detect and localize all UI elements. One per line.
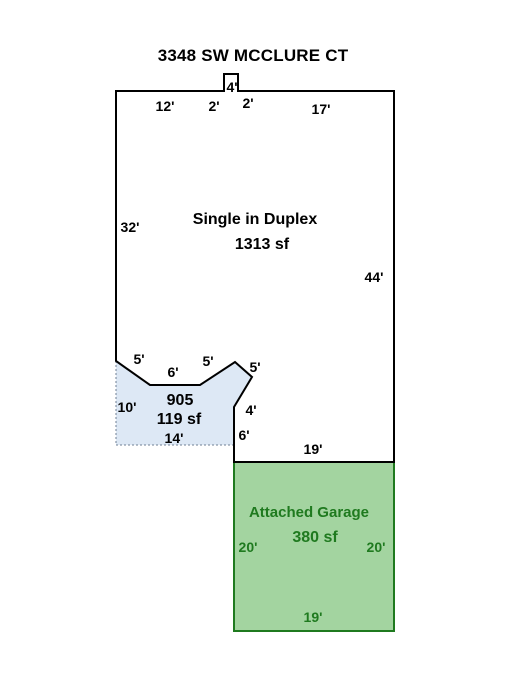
patio-dim-bottom: 14': [165, 430, 184, 446]
dim-bump-right: 2': [242, 95, 253, 111]
dim-right: 44': [365, 269, 384, 285]
dim-notch-3: 5': [202, 353, 213, 369]
patio-dotted-edge: [115, 361, 235, 446]
dim-top-right: 17': [312, 101, 331, 117]
dim-top-left: 12': [156, 98, 175, 114]
garage-area: [233, 461, 395, 632]
patio-dim-left: 10': [118, 399, 137, 415]
garage-dim-bottom: 19': [304, 609, 323, 625]
dim-bump-top: 4': [226, 79, 237, 95]
dim-bump-left: 2': [208, 98, 219, 114]
main-area-outline: [115, 73, 395, 463]
garage-dim-right: 20': [367, 539, 386, 555]
dim-notch-4: 5': [249, 359, 260, 375]
dim-notch-5: 4': [245, 402, 256, 418]
dim-left: 32': [121, 219, 140, 235]
patio-code: 905: [167, 392, 194, 409]
main-area-sf: 1313 sf: [235, 236, 290, 253]
main-area-name: Single in Duplex: [193, 211, 318, 228]
patio-area: [116, 361, 252, 445]
dim-bottom: 19': [304, 441, 323, 457]
sketch-title: 3348 SW MCCLURE CT: [157, 46, 349, 65]
garage-dim-left: 20': [239, 539, 258, 555]
dim-notch-2: 6': [167, 364, 178, 380]
dim-notch-6: 6': [238, 427, 249, 443]
patio-sf: 119 sf: [157, 411, 202, 428]
dim-notch-1: 5': [133, 351, 144, 367]
garage-sf: 380 sf: [292, 529, 338, 546]
garage-name: Attached Garage: [249, 504, 369, 521]
